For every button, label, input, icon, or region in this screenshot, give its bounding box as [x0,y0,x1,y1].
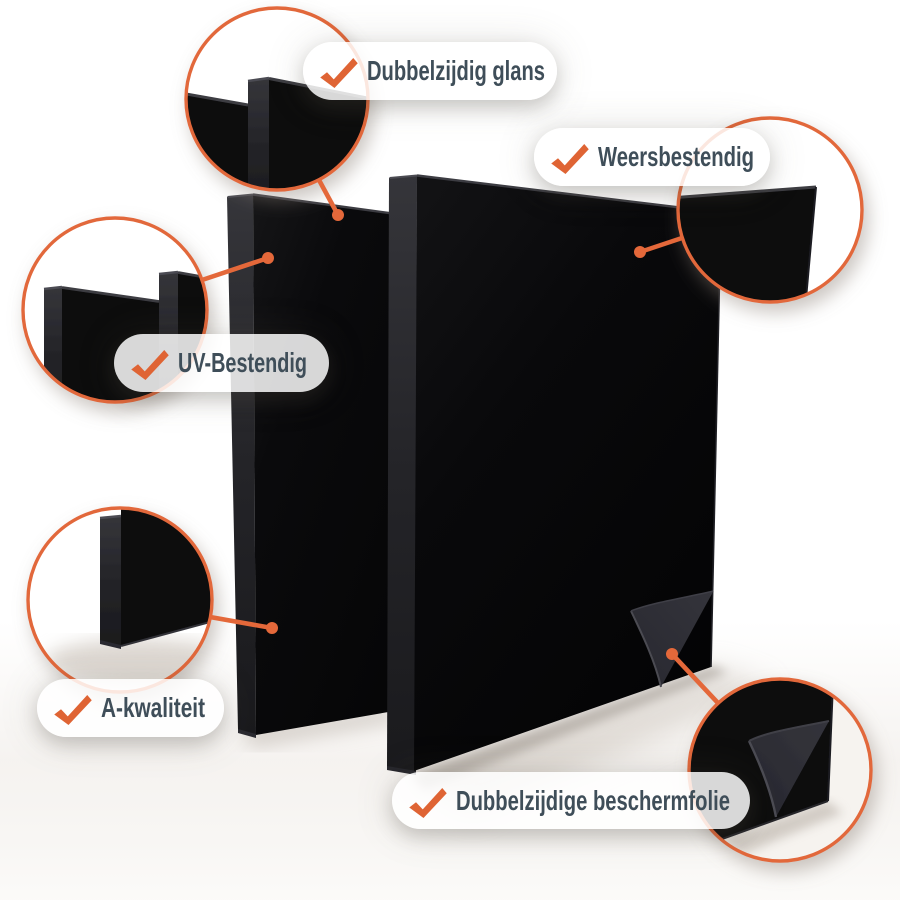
feature-label-film: Dubbelzijdige beschermfolie [392,772,750,829]
checkmark-icon [54,695,92,725]
back-panel [227,193,401,738]
magnifier-gloss [184,6,370,192]
feature-label-gloss: Dubbelzijdig glans [303,42,557,100]
checkmark-icon [320,58,358,88]
connectors [201,178,720,705]
checkmark-icon [131,350,169,380]
film-peel [630,590,714,688]
front-panel [387,174,722,775]
feature-label-text: UV-Bestendig [178,347,308,378]
feature-label-uv: UV-Bestendig [114,334,329,392]
feature-label-text: A-kwaliteit [101,692,206,723]
checkmark-shape [409,787,447,818]
feature-label-text: Weersbestendig [598,141,755,172]
checkmark-icon [551,144,589,174]
checkmark-shape [551,144,589,174]
magnifier-film [687,677,873,863]
checkmark-shape [131,350,169,380]
feature-label-weather: Weersbestendig [534,128,770,186]
feature-label-quality: A-kwaliteit [37,679,224,737]
feature-label-text: Dubbelzijdig glans [367,55,545,86]
checkmark-shape [54,695,92,725]
film-peel-magnified [747,720,830,818]
checkmark-shape [320,58,358,88]
feature-label-text: Dubbelzijdige beschermfolie [456,784,730,816]
checkmark-icon [409,787,447,818]
